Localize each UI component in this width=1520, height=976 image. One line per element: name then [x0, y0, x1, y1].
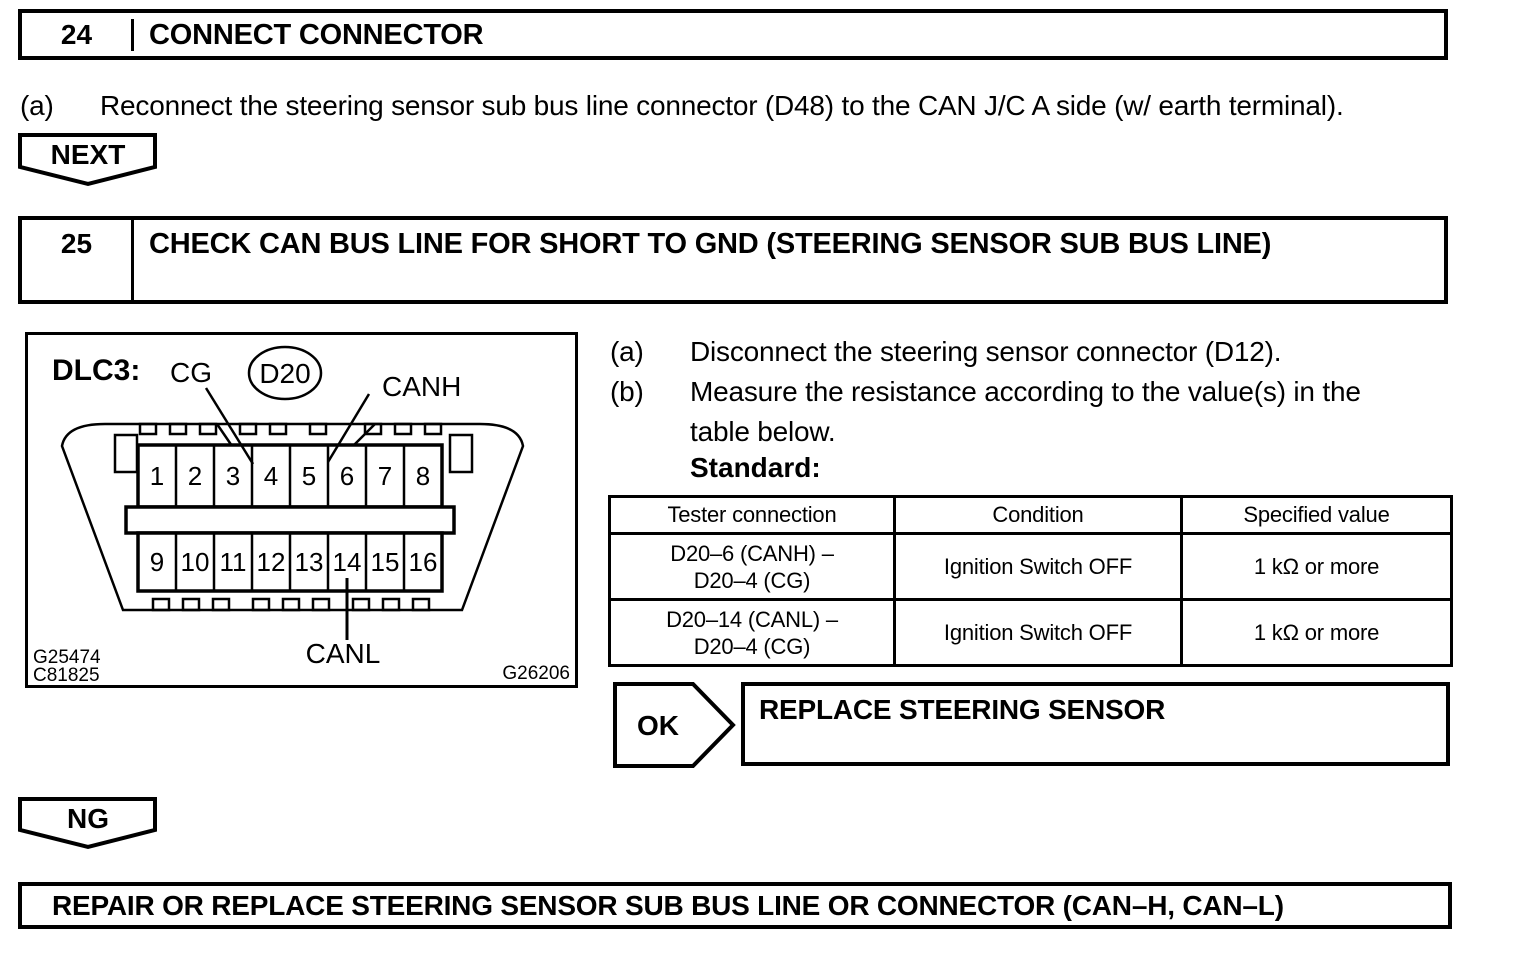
specified-value-cell: 1 kΩ or more	[1180, 598, 1453, 667]
step-25-title: CHECK CAN BUS LINE FOR SHORT TO GND (STE…	[149, 228, 1272, 260]
ok-action-box: REPLACE STEERING SENSOR	[741, 682, 1450, 766]
cg-pointer-line	[204, 387, 255, 465]
step-25-instruction-b: (b) Measure the resistance according to …	[610, 372, 1490, 452]
connector-id-label: D20	[259, 358, 310, 389]
ok-flow-shape: OK	[613, 682, 736, 768]
svg-text:7: 7	[378, 461, 392, 491]
instruction-label: (b)	[610, 376, 644, 407]
figure-title: DLC3:	[52, 354, 140, 387]
header-tester-connection: Tester connection	[608, 495, 896, 535]
standard-label: Standard:	[690, 452, 821, 483]
connector-middle-bar	[124, 505, 456, 535]
condition-cell: Ignition Switch OFF	[893, 598, 1183, 667]
step-25-header: 25 CHECK CAN BUS LINE FOR SHORT TO GND (…	[18, 216, 1448, 304]
step-25-instruction-a: (a) Disconnect the steering sensor conne…	[610, 332, 1490, 372]
svg-text:4: 4	[264, 461, 278, 491]
right-mount-slot	[448, 433, 474, 474]
tester-connection-cell: D20–6 (CANH) – D20–4 (CG)	[608, 532, 896, 601]
step-25-number: 25	[22, 220, 134, 300]
next-pennant-outline	[18, 133, 157, 187]
top-edge-notches	[138, 422, 443, 436]
figure-code-2: C81825	[33, 665, 100, 686]
ok-label: OK	[637, 710, 679, 741]
obd-connector-outline	[60, 422, 525, 612]
table-row: D20–6 (CANH) – D20–4 (CG) Ignition Switc…	[608, 532, 1453, 601]
svg-text:12: 12	[257, 547, 286, 577]
resistance-spec-table: Tester connection Condition Specified va…	[608, 495, 1453, 667]
svg-text:15: 15	[371, 547, 400, 577]
left-mount-slot	[113, 433, 139, 474]
specified-value-cell: 1 kΩ or more	[1180, 532, 1453, 601]
header-specified-value: Specified value	[1180, 495, 1453, 535]
pin-row-bottom: 9 10 11 12 13 14 15 16	[136, 531, 444, 593]
table-header-row: Tester connection Condition Specified va…	[608, 495, 1453, 535]
figure-code-1: G25474	[33, 647, 101, 668]
ng-pennant-outline	[18, 797, 157, 850]
svg-text:9: 9	[150, 547, 164, 577]
canh-pointer-line	[326, 393, 371, 463]
next-flow-shape: NEXT	[18, 133, 157, 187]
ng-label: NG	[67, 803, 109, 834]
cg-pin-label: CG	[170, 357, 212, 388]
ok-arrow-outline	[613, 682, 736, 768]
instruction-label: (a)	[20, 90, 54, 121]
ng-flow-shape: NG	[18, 797, 157, 850]
step-24-number: 24	[22, 18, 134, 51]
connector-id-ellipse	[247, 345, 323, 401]
instruction-line: table below.	[690, 416, 836, 447]
svg-text:14: 14	[333, 547, 362, 577]
svg-text:1: 1	[150, 461, 164, 491]
canh-pin-label: CANH	[382, 371, 461, 402]
svg-text:5: 5	[302, 461, 316, 491]
condition-cell: Ignition Switch OFF	[893, 532, 1183, 601]
header-condition: Condition	[893, 495, 1183, 535]
bottom-edge-notches	[151, 597, 431, 612]
figure-code-3: G26206	[502, 663, 570, 684]
svg-text:6: 6	[340, 461, 354, 491]
svg-text:11: 11	[220, 547, 247, 577]
svg-text:8: 8	[416, 461, 430, 491]
next-label: NEXT	[51, 139, 126, 170]
svg-text:13: 13	[295, 547, 324, 577]
table-row: D20–14 (CANL) – D20–4 (CG) Ignition Swit…	[608, 598, 1453, 667]
instruction-label: (a)	[610, 336, 644, 367]
ng-action-box: REPAIR OR REPLACE STEERING SENSOR SUB BU…	[18, 882, 1452, 929]
canl-pin-label: CANL	[306, 638, 381, 669]
svg-text:16: 16	[409, 547, 438, 577]
dlc3-connector-figure: DLC3: CG D20 CANH	[25, 332, 578, 688]
svg-text:10: 10	[181, 547, 210, 577]
instruction-text: Disconnect the steering sensor connector…	[690, 336, 1282, 367]
instruction-line: Measure the resistance according to the …	[690, 376, 1361, 407]
step-24-title: CONNECT CONNECTOR	[149, 18, 484, 51]
step-24-header: 24 CONNECT CONNECTOR	[18, 9, 1448, 60]
instruction-text: Reconnect the steering sensor sub bus li…	[100, 90, 1344, 121]
svg-text:2: 2	[188, 461, 202, 491]
step-24-instruction: (a) Reconnect the steering sensor sub bu…	[20, 86, 1490, 126]
tester-connection-cell: D20–14 (CANL) – D20–4 (CG)	[608, 598, 896, 667]
instruction-text: Measure the resistance according to the …	[690, 372, 1490, 452]
svg-text:3: 3	[226, 461, 240, 491]
pin-row-top: 1 2 3 4 5 6 7 8	[136, 443, 444, 509]
